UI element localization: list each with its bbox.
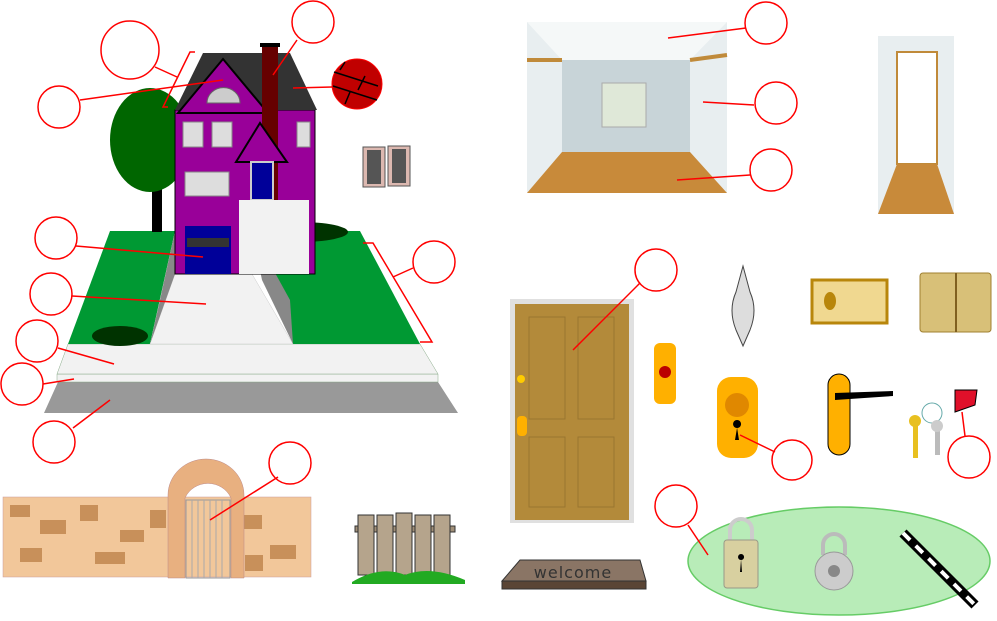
door-knocker [731, 264, 755, 348]
lever-handle [835, 391, 893, 400]
shutter-slats [392, 149, 406, 183]
label-circle[interactable] [771, 439, 813, 481]
front-door-large [510, 299, 634, 523]
fence-picket [357, 514, 375, 576]
curb [56, 373, 439, 383]
padlock-shackle [728, 517, 754, 540]
room-interior [527, 22, 728, 193]
doormat: welcome [500, 559, 647, 590]
porch-steps [239, 200, 309, 274]
fence-picket [433, 514, 451, 576]
gable [175, 57, 271, 114]
hallway-end-wall [896, 51, 938, 165]
gate-bars [191, 500, 223, 578]
chimney-cap [260, 43, 280, 47]
deadbolt [517, 375, 525, 383]
label-circle[interactable] [744, 1, 788, 45]
combination-lock-shackle [821, 532, 847, 555]
hallway [878, 36, 954, 214]
shutter-slats [367, 150, 381, 184]
lever-handle-plate [827, 373, 851, 456]
ceiling [527, 22, 727, 60]
label-circle[interactable] [0, 362, 44, 406]
shrub [92, 326, 148, 346]
window [296, 121, 311, 148]
tree-trunk [152, 180, 162, 232]
label-rings [0, 0, 991, 528]
floor [527, 152, 727, 193]
hallway-floor [878, 164, 954, 214]
label-circle[interactable] [947, 435, 991, 479]
rim-lock [810, 278, 889, 325]
stone-arch [167, 458, 245, 579]
door-slab [515, 304, 629, 520]
label-circle[interactable] [634, 248, 678, 292]
locks-group [687, 506, 991, 616]
window [211, 121, 233, 148]
front-lawn-left [68, 231, 175, 344]
label-circle[interactable] [268, 441, 312, 485]
left-wall-retaining [150, 231, 175, 344]
fence-picket [414, 514, 432, 576]
label-circle[interactable] [412, 240, 456, 284]
label-leaders [42, 27, 966, 556]
fence-picket [395, 512, 413, 576]
front-door [250, 161, 274, 201]
keys-with-fob [909, 389, 978, 458]
brick-lines [332, 61, 379, 105]
window-glass-block [601, 82, 647, 128]
garage-window [187, 238, 229, 247]
fan-window [206, 87, 241, 104]
keyhole [733, 420, 742, 440]
street [44, 382, 458, 413]
label-circle[interactable] [32, 420, 76, 464]
brick-swatch [331, 58, 383, 110]
label-circle[interactable] [654, 484, 698, 528]
iron-gate [185, 499, 231, 579]
label-circle[interactable] [15, 319, 59, 363]
stones [10, 505, 296, 571]
stone-wall [2, 496, 312, 578]
label-circle[interactable] [34, 216, 78, 260]
grass [352, 571, 465, 584]
door-knob-plate [517, 416, 527, 436]
window [184, 171, 230, 197]
picket-fence [352, 512, 465, 584]
doorbell-button [659, 366, 671, 378]
garage-door [185, 226, 231, 274]
tree-canopy [110, 88, 190, 192]
knob-lockset [717, 377, 758, 458]
window [182, 121, 204, 148]
label-circle[interactable] [749, 148, 793, 192]
doormat-text: welcome [534, 563, 612, 582]
label-circle[interactable] [100, 20, 160, 80]
stone-wall-with-gate [2, 458, 312, 579]
chain [899, 529, 979, 609]
label-circle[interactable] [37, 85, 81, 129]
rim-lock-keyhole [824, 292, 836, 310]
fence-picket [376, 514, 394, 576]
label-circle[interactable] [29, 272, 73, 316]
label-circle[interactable] [754, 81, 798, 125]
label-circle[interactable] [291, 0, 335, 44]
sidewalk [56, 343, 439, 375]
house-scene [44, 43, 458, 413]
door-knob [725, 393, 749, 417]
